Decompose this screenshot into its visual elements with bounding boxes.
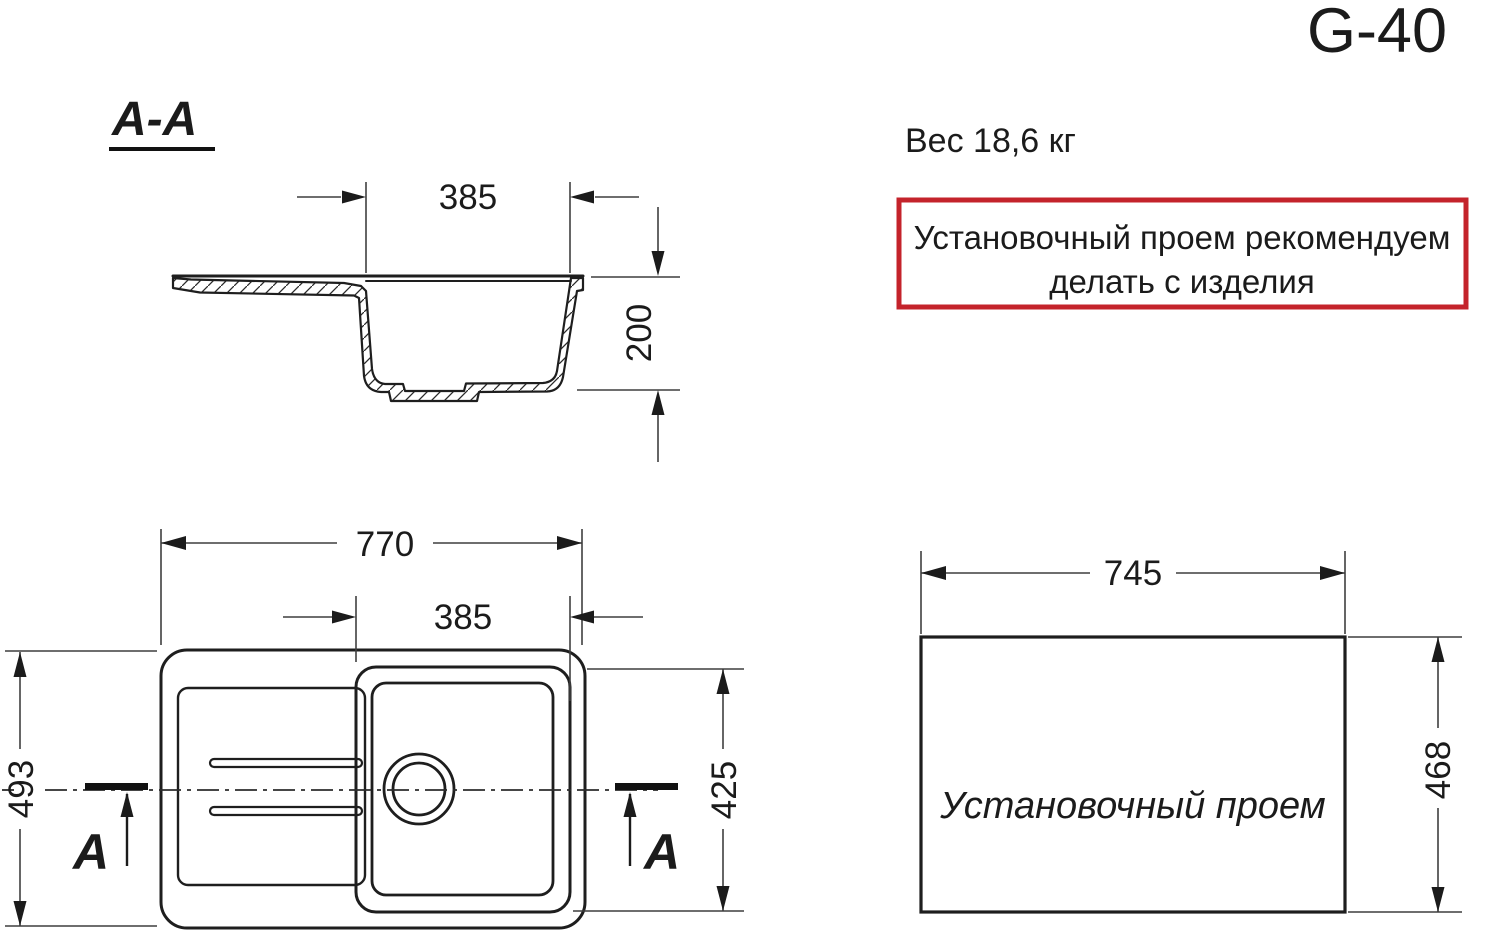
note-line-1: Установочный проем рекомендуем	[914, 219, 1451, 256]
section-view-label: A-A	[111, 93, 197, 146]
top-dim-425: 425	[573, 668, 744, 912]
note-box	[896, 197, 1469, 310]
top-dim-493: 493	[2, 650, 157, 927]
section-bowl-width-value: 385	[439, 178, 497, 217]
top-bowl-width-value: 385	[434, 598, 492, 637]
installation-opening-label: Установочный проем	[939, 785, 1325, 827]
note-line-2: делать с изделия	[1049, 263, 1314, 300]
model-title: G-40	[1307, 0, 1447, 66]
section-dim-200: 200	[577, 207, 680, 462]
section-marker-letter: A	[642, 824, 680, 880]
sink-outline	[159, 648, 587, 930]
overall-width-value: 770	[356, 525, 414, 564]
install-dim-468: 468	[1348, 636, 1462, 913]
top-bowl-depth-value: 425	[705, 761, 744, 819]
section-dim-385: 385	[297, 178, 639, 273]
section-shell-profile	[171, 276, 585, 403]
section-marker-letter: A	[71, 824, 109, 880]
section-cut-mark-left: A	[71, 783, 148, 880]
drainboard-groove-bottom	[208, 805, 364, 817]
drain-inner-circle	[391, 761, 447, 817]
installation-opening-outline	[919, 635, 1347, 914]
top-dim-385: 385	[283, 596, 643, 701]
drain-outer-circle	[382, 752, 456, 826]
overall-depth-value: 493	[2, 760, 41, 818]
installation-view: Установочный проем 745 468	[919, 551, 1462, 914]
drainboard-outline	[176, 686, 367, 887]
drainboard-groove-top	[208, 757, 364, 769]
section-view: A-A 385 200	[109, 93, 680, 462]
weight-label: Вес 18,6 кг	[905, 122, 1076, 160]
section-cut-mark-right: A	[615, 783, 680, 880]
top-dim-770: 770	[160, 525, 583, 645]
section-bowl-depth-value: 200	[620, 304, 659, 362]
install-dim-745: 745	[920, 551, 1346, 634]
opening-height-value: 468	[1419, 741, 1458, 799]
top-view: A A 770 385	[2, 525, 744, 930]
opening-width-value: 745	[1104, 554, 1162, 593]
bowl-inner-outline	[370, 681, 555, 897]
